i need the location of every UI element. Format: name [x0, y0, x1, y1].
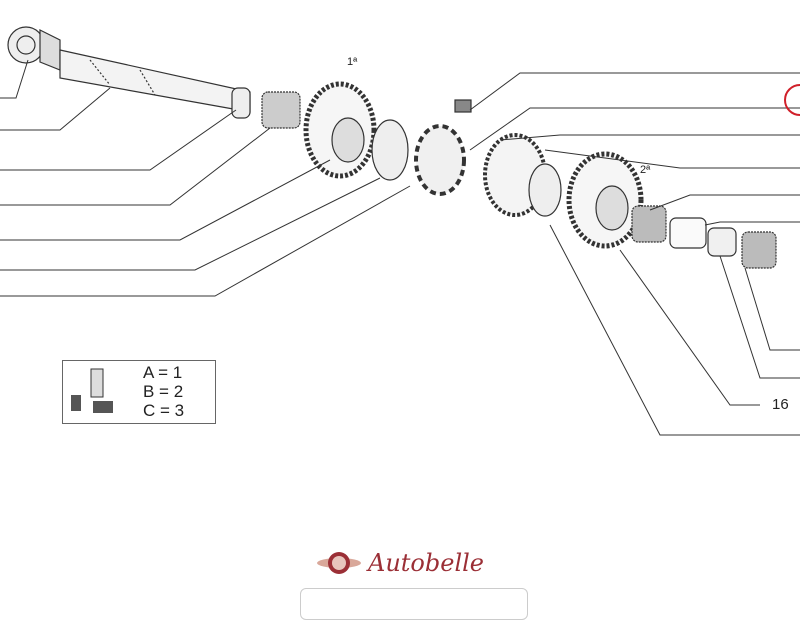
- legend-row-a: A = 1: [143, 363, 183, 382]
- bearing-legend-icon: [71, 368, 113, 413]
- needle-bearing-2: [631, 205, 777, 269]
- synchro-hub: [414, 99, 472, 196]
- legend-row-c: C = 3: [143, 401, 185, 420]
- first-gear: [303, 81, 377, 179]
- synchro-ring-1: [371, 119, 409, 181]
- sleeve: [483, 133, 562, 217]
- brand-emblem-icon: [317, 552, 361, 574]
- second-gear: [566, 151, 644, 249]
- input-shaft: [7, 26, 251, 113]
- legend-box: A = 1 B = 2 C = 3: [62, 360, 216, 424]
- brand-logo[interactable]: Autobelle: [316, 548, 484, 578]
- needle-bearing-1: [231, 87, 301, 129]
- leader-lines: [0, 59, 800, 436]
- callout-number: 16: [772, 396, 789, 413]
- gear-label-second: 2ª: [640, 164, 651, 176]
- bottom-panel: [300, 588, 528, 620]
- brand-name: Autobelle: [368, 549, 485, 577]
- highlight-circle: [784, 84, 800, 116]
- gear-label-first: 1ª: [347, 56, 358, 68]
- legend-row-b: B = 2: [143, 382, 184, 401]
- exploded-gear-diagram: [0, 26, 800, 436]
